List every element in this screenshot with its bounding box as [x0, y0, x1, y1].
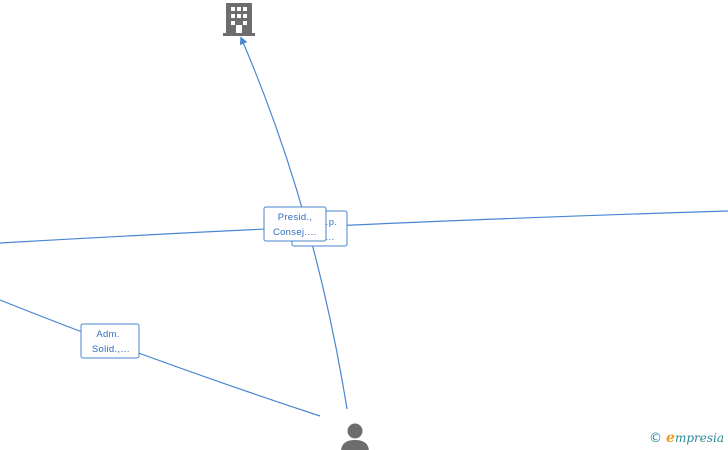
edge-label-rear-line1: …p. — [319, 217, 337, 228]
brand-logo: empresia — [666, 430, 724, 446]
edge-label-rear-line2: … — [325, 232, 335, 243]
person-node[interactable] — [341, 423, 369, 450]
empresia-watermark: © empresia — [649, 430, 724, 446]
edge-label-bottom-line1: Adm. — [96, 329, 119, 340]
brand-name: mpresia — [674, 431, 724, 445]
edge-label-bottom[interactable]: Adm. Solid.,… — [80, 323, 140, 359]
edge-label-front-line2: Consej.… — [273, 227, 317, 238]
copyright-symbol: © — [649, 430, 663, 446]
brand-initial: e — [666, 430, 675, 446]
edge-left-to-person[interactable] — [0, 299, 321, 417]
person-icon — [341, 423, 369, 450]
edge-left-to-right[interactable] — [0, 210, 728, 244]
company-node[interactable] — [223, 3, 255, 36]
edge-label-front-line1: Presid., — [278, 212, 313, 223]
edge-label-bottom-line2: Solid.,… — [92, 344, 130, 355]
building-icon — [223, 3, 255, 36]
edge-label-front[interactable]: Presid., Consej.… — [263, 206, 327, 242]
